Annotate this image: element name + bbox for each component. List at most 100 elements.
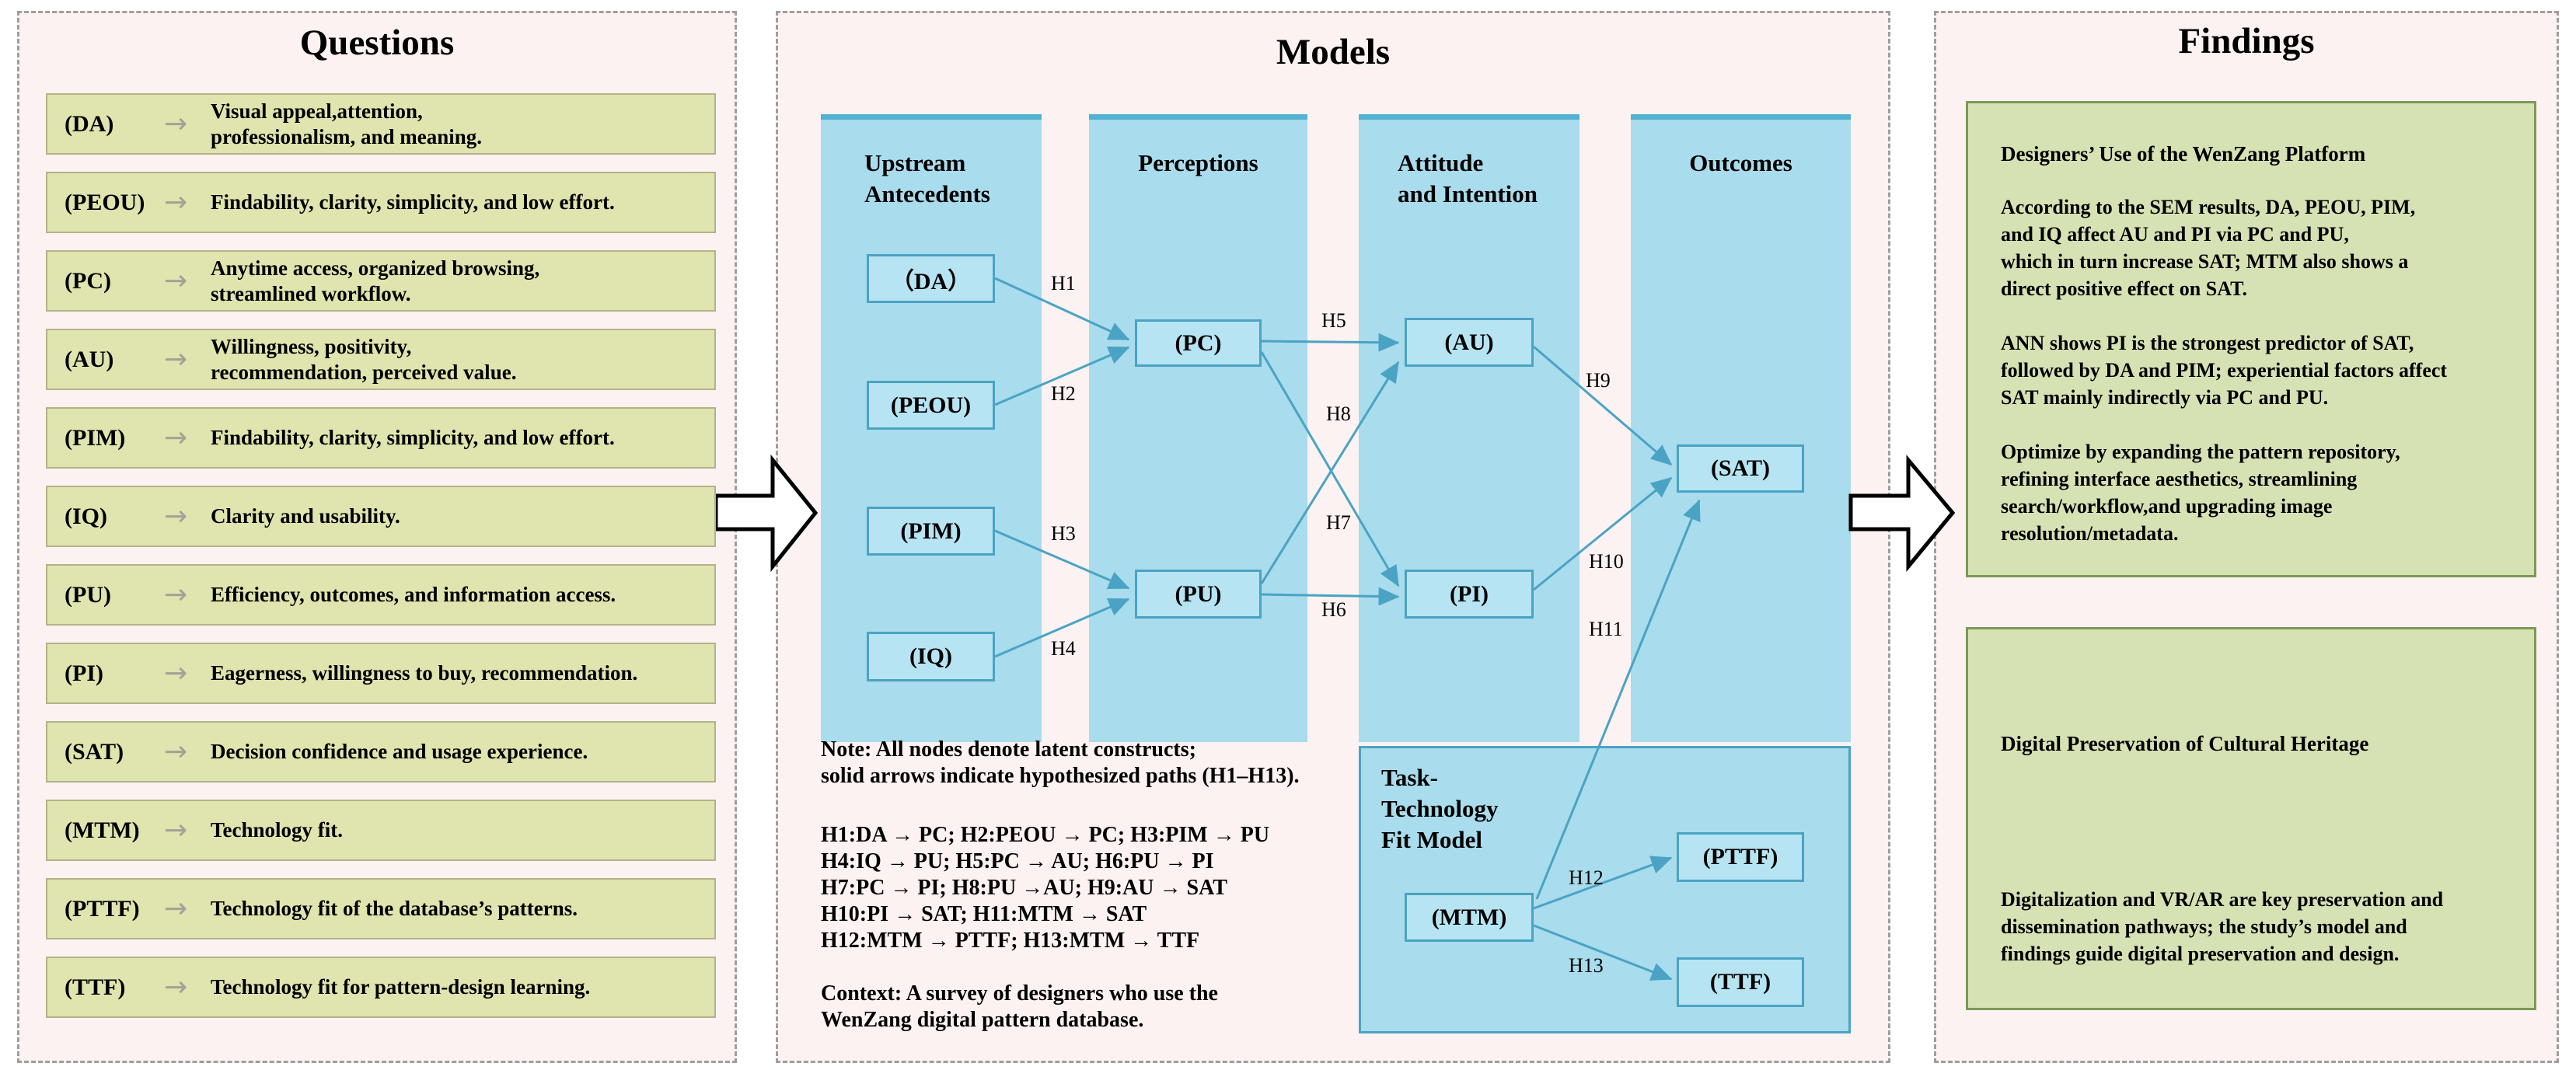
h-label-h6: H6 xyxy=(1321,598,1346,621)
right-arrow-icon: → xyxy=(164,814,188,846)
findings-paragraph: Digitalization and VR/AR are key preserv… xyxy=(2001,888,2444,965)
right-arrow-icon: → xyxy=(164,264,188,297)
question-row: (PC) → Anytime access, organized browsing,… xyxy=(46,250,716,312)
question-description: Anytime access, organized browsing, stre… xyxy=(211,256,540,305)
question-acronym: (AU) xyxy=(65,346,114,372)
h-label-h4: H4 xyxy=(1051,637,1076,660)
h-label-h11: H11 xyxy=(1589,618,1623,640)
findings-paragraph: ANN shows PI is the strongest predictor … xyxy=(2001,332,2448,409)
question-description: Willingness, positivity, recommendation,… xyxy=(211,334,517,384)
right-arrow-icon: → xyxy=(164,578,188,611)
question-acronym: (PIM) xyxy=(65,424,126,451)
findings-title: Findings xyxy=(2178,21,2315,61)
questions-title: Questions xyxy=(299,23,455,63)
column-header: Perceptions xyxy=(1138,149,1258,176)
question-description: Technology fit. xyxy=(211,818,344,842)
h-label-h8: H8 xyxy=(1326,403,1351,425)
hypothesis-line: H7:PC → PI; H8:PU →AU; H9:AU → SAT xyxy=(821,876,1227,900)
node-iq: (IQ) xyxy=(867,632,995,681)
column-header: Attitude and Intention xyxy=(1398,149,1538,207)
column-outcomes: Outcomes xyxy=(1631,114,1851,742)
right-arrow-icon: → xyxy=(164,421,188,454)
question-row: (PU) → Efficiency, outcomes, and informati… xyxy=(46,564,716,626)
question-acronym: (TTF) xyxy=(65,974,126,1000)
findings-paragraph: According to the SEM results, DA, PEOU, … xyxy=(2001,196,2416,300)
hypothesis-line: H1:DA → PC; H2:PEOU → PC; H3:PIM → PU xyxy=(821,823,1270,847)
h-label-h9: H9 xyxy=(1586,369,1611,392)
right-arrow-icon: → xyxy=(164,107,188,140)
node-pi: (PI) xyxy=(1405,570,1534,619)
column-attitude-and-intention: Attitude and Intention xyxy=(1359,114,1579,742)
column-header: Upstream Antecedents xyxy=(864,149,990,207)
question-acronym: (DA) xyxy=(65,110,114,137)
question-acronym: (SAT) xyxy=(65,738,124,765)
question-description: Findability, clarity, simplicity, and lo… xyxy=(211,190,615,214)
question-row: (PI) → Eagerness, willingness to buy, reco… xyxy=(46,643,716,704)
task-technology-fit-model-title: Task- Technology Fit Model xyxy=(1381,764,1499,853)
note-text: Note: All nodes denote latent constructs… xyxy=(821,737,1300,788)
question-acronym: (MTM) xyxy=(65,817,140,843)
question-acronym: (PU) xyxy=(65,581,111,608)
node-pc: (PC) xyxy=(1135,319,1262,367)
question-row: (PTTF) → Technology fit of the database’s … xyxy=(46,878,716,939)
h-label-h12: H12 xyxy=(1569,866,1604,889)
right-arrow-icon: → xyxy=(164,735,188,768)
models-title: Models xyxy=(1276,32,1391,72)
question-acronym: (PI) xyxy=(65,660,103,686)
right-arrow-icon: → xyxy=(164,500,188,532)
right-arrow-icon: → xyxy=(164,186,188,218)
context-text: Context: A survey of designers who use t… xyxy=(821,981,1218,1032)
question-acronym: (PTTF) xyxy=(65,895,140,922)
question-description: Technology fit for pattern-design learni… xyxy=(211,975,591,999)
question-acronym: (PC) xyxy=(65,267,111,294)
node-sat: (SAT) xyxy=(1677,444,1804,493)
h-label-h3: H3 xyxy=(1051,522,1076,545)
node-ttf: (TTF) xyxy=(1677,957,1804,1007)
question-description: Technology fit of the database’s pattern… xyxy=(211,897,578,920)
column-header: Outcomes xyxy=(1689,149,1792,176)
findings-paragraph: Optimize by expanding the pattern reposi… xyxy=(2001,441,2400,545)
question-description: Eagerness, willingness to buy, recommend… xyxy=(211,661,638,685)
h-label-h2: H2 xyxy=(1051,382,1076,405)
h-label-h7: H7 xyxy=(1326,511,1351,534)
hypothesis-line: H4:IQ → PU; H5:PC → AU; H6:PU → PI xyxy=(821,849,1214,873)
right-arrow-icon: → xyxy=(164,892,188,925)
right-arrow-icon: → xyxy=(164,657,188,689)
h-label-h5: H5 xyxy=(1321,309,1346,332)
node-pim: (PIM) xyxy=(867,507,995,556)
hypothesis-line: H12:MTM → PTTF; H13:MTM → TTF xyxy=(821,929,1200,953)
h-label-h10: H10 xyxy=(1589,550,1624,573)
question-description: Clarity and usability. xyxy=(211,504,400,528)
node-mtm: (MTM) xyxy=(1405,893,1534,942)
question-row: (IQ) → Clarity and usability. xyxy=(46,486,716,547)
question-row: (PEOU) → Findability, clarity, simplicity,… xyxy=(46,172,716,233)
question-row: (SAT) → Decision confidence and usage expe… xyxy=(46,721,716,782)
node-peou: (PEOU) xyxy=(867,381,995,430)
node-da: （DA） xyxy=(867,254,995,303)
question-row: (AU) → Willingness, positivity, recommenda… xyxy=(46,329,716,390)
column-perceptions: Perceptions xyxy=(1089,114,1307,742)
question-row: (TTF) → Technology fit for pattern-design … xyxy=(46,957,716,1018)
findings-heading: Digital Preservation of Cultural Heritag… xyxy=(2001,732,2369,755)
question-acronym: (IQ) xyxy=(65,503,107,529)
node-au: (AU) xyxy=(1405,318,1534,367)
node-pttf: (PTTF) xyxy=(1677,832,1804,882)
question-row: (MTM) → Technology fit. xyxy=(46,800,716,861)
right-arrow-icon: → xyxy=(164,343,188,375)
hypothesis-line: H10:PI → SAT; H11:MTM → SAT xyxy=(821,902,1147,926)
question-description: Findability, clarity, simplicity, and lo… xyxy=(211,426,615,449)
right-arrow-icon: → xyxy=(164,971,188,1003)
node-pu: (PU) xyxy=(1135,570,1262,619)
findings-box: Digital Preservation of Cultural Heritag… xyxy=(1966,627,2536,1010)
h-label-h13: H13 xyxy=(1569,954,1604,977)
question-row: (DA) → Visual appeal,attention, profession… xyxy=(46,93,716,155)
h-label-h1: H1 xyxy=(1051,272,1076,295)
question-description: Visual appeal,attention, professionalism… xyxy=(211,99,483,148)
question-description: Decision confidence and usage experience… xyxy=(211,740,588,763)
question-description: Efficiency, outcomes, and information ac… xyxy=(211,583,616,606)
question-row: (PIM) → Findability, clarity, simplicity, … xyxy=(46,407,716,469)
question-acronym: (PEOU) xyxy=(65,189,145,215)
